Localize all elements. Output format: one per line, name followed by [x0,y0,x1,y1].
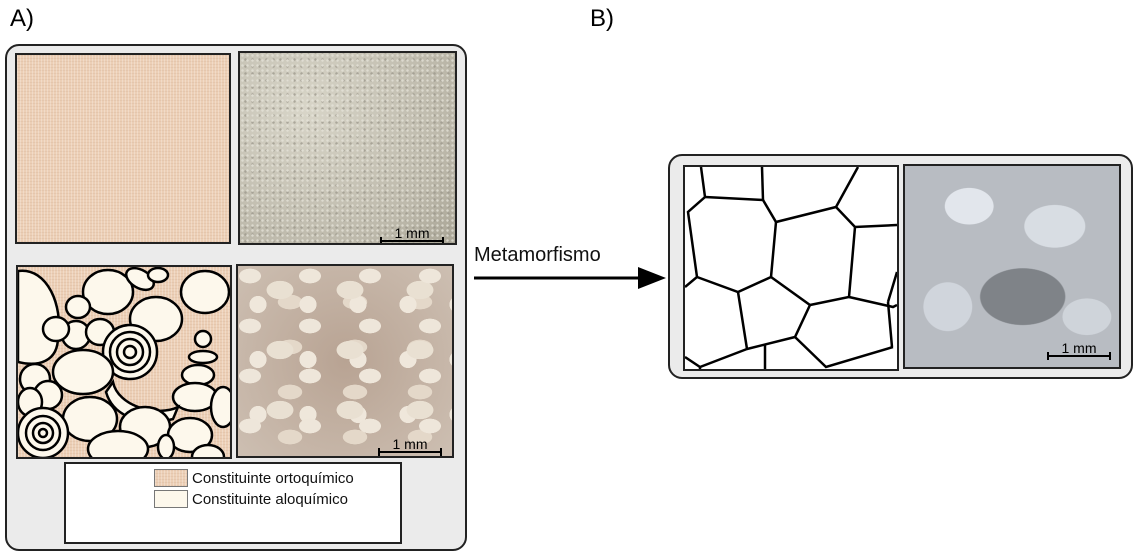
grains-drawing [18,267,230,457]
legend-label-orthochemical: Constituinte ortoquímico [192,470,354,487]
scale-label: 1 mm [392,436,428,452]
panel-b-label: B) [590,5,614,32]
legend-label-allochemical: Constituinte aloquímico [192,491,348,508]
arrow-right-icon [474,267,666,289]
legend-swatch-allochemical [154,490,188,508]
legend: Constituinte ortoquímico Constituinte al… [64,462,402,544]
orthochemical-schematic [15,53,231,244]
oolitic-photo: 1 mm [236,264,454,458]
metamorphism-label: Metamorfismo [474,244,601,266]
panel-a-label: A) [10,5,34,32]
scale-bar: 1 mm [1047,340,1111,360]
scale-label: 1 mm [394,225,430,241]
grain-boundaries-drawing [685,167,897,369]
marble-photo: 1 mm [903,164,1121,369]
scale-bar: 1 mm [378,436,442,456]
allochemical-schematic [16,265,232,459]
marble-schematic [683,165,899,371]
scale-label: 1 mm [1061,340,1097,356]
scale-bar: 1 mm [380,225,444,243]
legend-swatch-orthochemical [154,469,188,487]
micrite-photo: 1 mm [238,51,457,245]
